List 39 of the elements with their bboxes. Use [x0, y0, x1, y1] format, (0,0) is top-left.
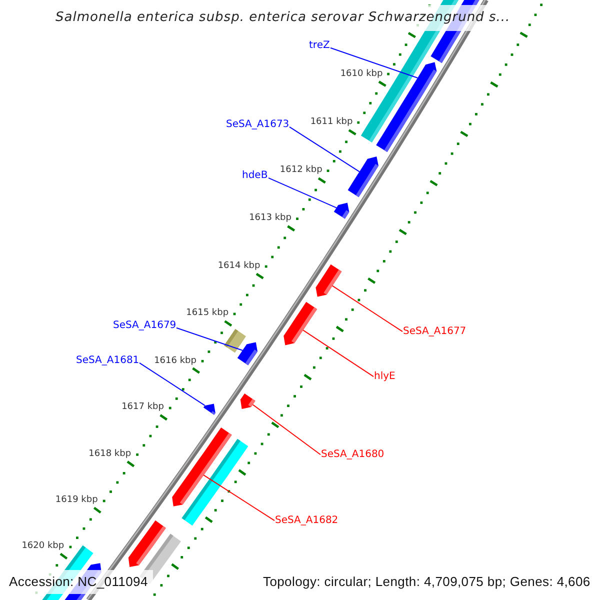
leader-line [268, 177, 337, 208]
tick-label: 1612 kbp [280, 165, 322, 176]
gene-label: SeSA_A1673 [226, 118, 290, 130]
tick-label: 1620 kbp [22, 541, 64, 552]
tick-label: 1618 kbp [88, 448, 132, 460]
gene-label: SeSA_A1680 [321, 448, 384, 460]
leader-line [252, 404, 321, 456]
gene-bar [284, 302, 318, 346]
gene-bar [348, 156, 378, 198]
leader-line [330, 47, 418, 78]
gene-label: SeSA_A1681 [76, 354, 140, 366]
gene-bar [240, 394, 256, 409]
gene-bar [316, 264, 342, 297]
tick-label: 1614 kbp [218, 261, 260, 272]
gene-label: SeSA_A1677 [403, 324, 466, 338]
leader-line [332, 285, 403, 332]
tick-label: 1613 kbp [249, 213, 292, 224]
gene-label: hdeB [242, 168, 268, 182]
gene-bar [224, 329, 246, 353]
leader-line [139, 362, 206, 406]
leader-line [289, 126, 360, 172]
gene-bar [334, 202, 350, 219]
leader-line [203, 474, 275, 522]
tick-label: 1616 kbp [154, 356, 196, 367]
leader-line [302, 330, 374, 378]
tick-label: 1611 kbp [310, 117, 353, 128]
gene-label: SeSA_A1682 [275, 514, 338, 526]
gene-label: SeSA_A1679 [113, 318, 176, 332]
tick-label: 1615 kbp [186, 308, 229, 320]
tick-label: 1610 kbp [340, 68, 383, 80]
tick-label: 1619 kbp [55, 495, 98, 506]
gene-bar [237, 342, 258, 366]
gene-label: hlyE [374, 370, 396, 382]
gene-bar [182, 438, 248, 526]
gene-label: treZ [309, 38, 330, 52]
tick-label: 1617 kbp [122, 402, 164, 414]
gene-bar [203, 404, 216, 415]
genome-summary: Topology: circular; Length: 4,709,075 bp; Genes: 4,606 [263, 574, 590, 590]
leader-line [176, 327, 243, 351]
